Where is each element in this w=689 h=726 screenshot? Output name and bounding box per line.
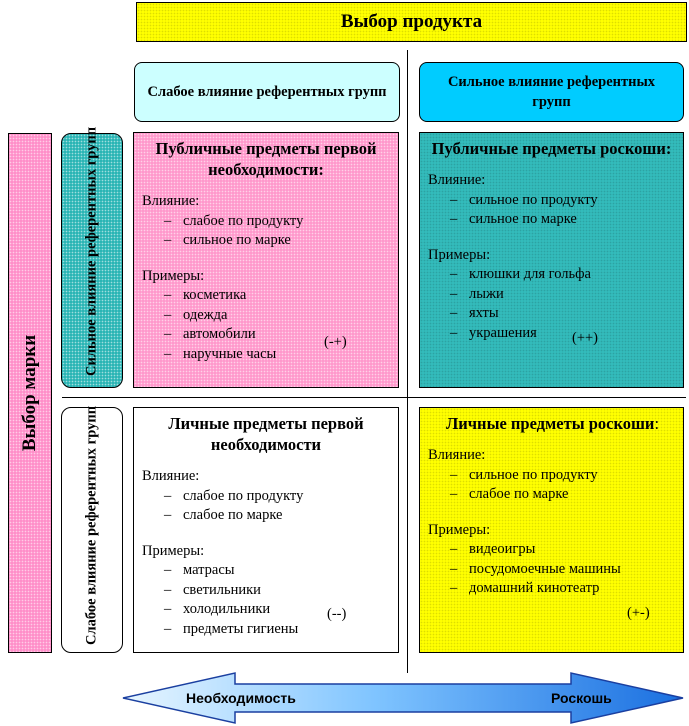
list-item: слабое по марке — [450, 485, 683, 505]
examples-label: Примеры: — [428, 521, 491, 538]
influence-label: Влияние: — [428, 447, 486, 463]
list-item: клюшки для гольфа — [450, 265, 683, 285]
brand-choice-label: Выбор марки — [19, 334, 40, 452]
list-item: слабое по марке — [164, 506, 398, 526]
list-item: сильное по продукту — [450, 191, 683, 211]
quadrant-title: Личные предметы роскоши — [445, 414, 655, 433]
quadrant-title-suffix: : — [654, 414, 660, 433]
quadrant-note: (--) — [327, 606, 347, 622]
influence-label: Влияние: — [142, 468, 200, 484]
column-header-weak-influence: Слабое влияние референтных групп — [134, 62, 400, 122]
necessity-luxury-arrow — [122, 672, 684, 724]
quadrant-note: (+-) — [627, 605, 650, 621]
list-item: видеоигры — [450, 540, 683, 560]
examples-list: матрасы светильники холодильники предмет… — [142, 561, 398, 639]
row-header-strong-influence: Сильное влияние референтных групп — [61, 126, 123, 388]
list-item: посудомоечные машины — [450, 560, 683, 580]
quadrant-public-necessity: Публичные предметы первой необходимости:… — [133, 132, 399, 388]
row-header-weak-influence: Слабое влияние референтных групп — [61, 405, 123, 653]
quadrant-public-luxury: Публичные предметы роскоши: Влияние: сил… — [419, 132, 684, 388]
influence-list: слабое по продукту слабое по марке — [142, 487, 398, 526]
list-item: наручные часы — [164, 345, 398, 365]
list-item: матрасы — [164, 561, 398, 581]
list-item: домашний кинотеатр — [450, 579, 683, 599]
list-item: предметы гигиены — [164, 620, 398, 640]
examples-list: клюшки для гольфа лыжи яхты украшения — [428, 265, 683, 343]
product-choice-title: Выбор продукта — [340, 11, 483, 32]
arrow-label-luxury: Роскошь — [551, 690, 612, 706]
list-item: одежда — [164, 306, 398, 326]
list-item: косметика — [164, 286, 398, 306]
list-item: холодильники — [164, 600, 398, 620]
examples-label: Примеры: — [142, 542, 205, 559]
influence-list: слабое по продукту сильное по марке — [142, 212, 398, 251]
list-item: светильники — [164, 581, 398, 601]
influence-label: Влияние: — [428, 172, 486, 188]
examples-label: Примеры: — [142, 267, 205, 284]
influence-list: сильное по продукту сильное по марке — [428, 191, 683, 230]
list-item: сильное по марке — [450, 210, 683, 230]
column-header-strong-label: Сильное влияние референтных групп — [447, 74, 656, 110]
quadrant-note: (-+) — [324, 334, 347, 350]
quadrant-private-luxury: Личные предметы роскоши: Влияние: сильно… — [419, 407, 684, 653]
list-item: украшения — [450, 324, 683, 344]
list-item: лыжи — [450, 285, 683, 305]
examples-label: Примеры: — [428, 246, 491, 263]
examples-list: видеоигры посудомоечные машины домашний … — [428, 540, 683, 599]
product-choice-header: Выбор продукта — [136, 2, 687, 42]
horizontal-divider — [62, 397, 686, 398]
quadrant-note: (++) — [572, 330, 599, 346]
quadrant-title-row: Личные предметы роскоши: — [428, 413, 677, 434]
brand-choice-side-label: Выбор марки — [8, 133, 52, 653]
quadrant-title: Публичные предметы роскоши: — [431, 139, 672, 158]
influence-list: сильное по продукту слабое по марке — [428, 466, 683, 505]
list-item: сильное по марке — [164, 231, 398, 251]
list-item: слабое по продукту — [164, 212, 398, 232]
list-item: автомобили — [164, 325, 398, 345]
list-item: слабое по продукту — [164, 487, 398, 507]
examples-list: косметика одежда автомобили наручные час… — [142, 286, 398, 364]
double-arrow-shape — [122, 672, 684, 724]
quadrant-title: Публичные предметы первой необходимости: — [155, 139, 377, 179]
list-item: яхты — [450, 304, 683, 324]
column-header-strong-influence: Сильное влияние референтных групп — [419, 62, 684, 122]
row-header-strong-label: Сильное влияние референтных групп — [83, 126, 100, 376]
arrow-label-necessity: Необходимость — [186, 690, 296, 706]
influence-label: Влияние: — [142, 193, 200, 209]
quadrant-title: Личные предметы первой необходимости — [168, 414, 364, 454]
column-header-weak-label: Слабое влияние референтных групп — [147, 84, 387, 100]
list-item: сильное по продукту — [450, 466, 683, 486]
vertical-divider — [407, 50, 408, 673]
row-header-weak-label: Слабое влияние референтных групп — [83, 405, 100, 645]
quadrant-private-necessity: Личные предметы первой необходимости Вли… — [133, 407, 399, 653]
